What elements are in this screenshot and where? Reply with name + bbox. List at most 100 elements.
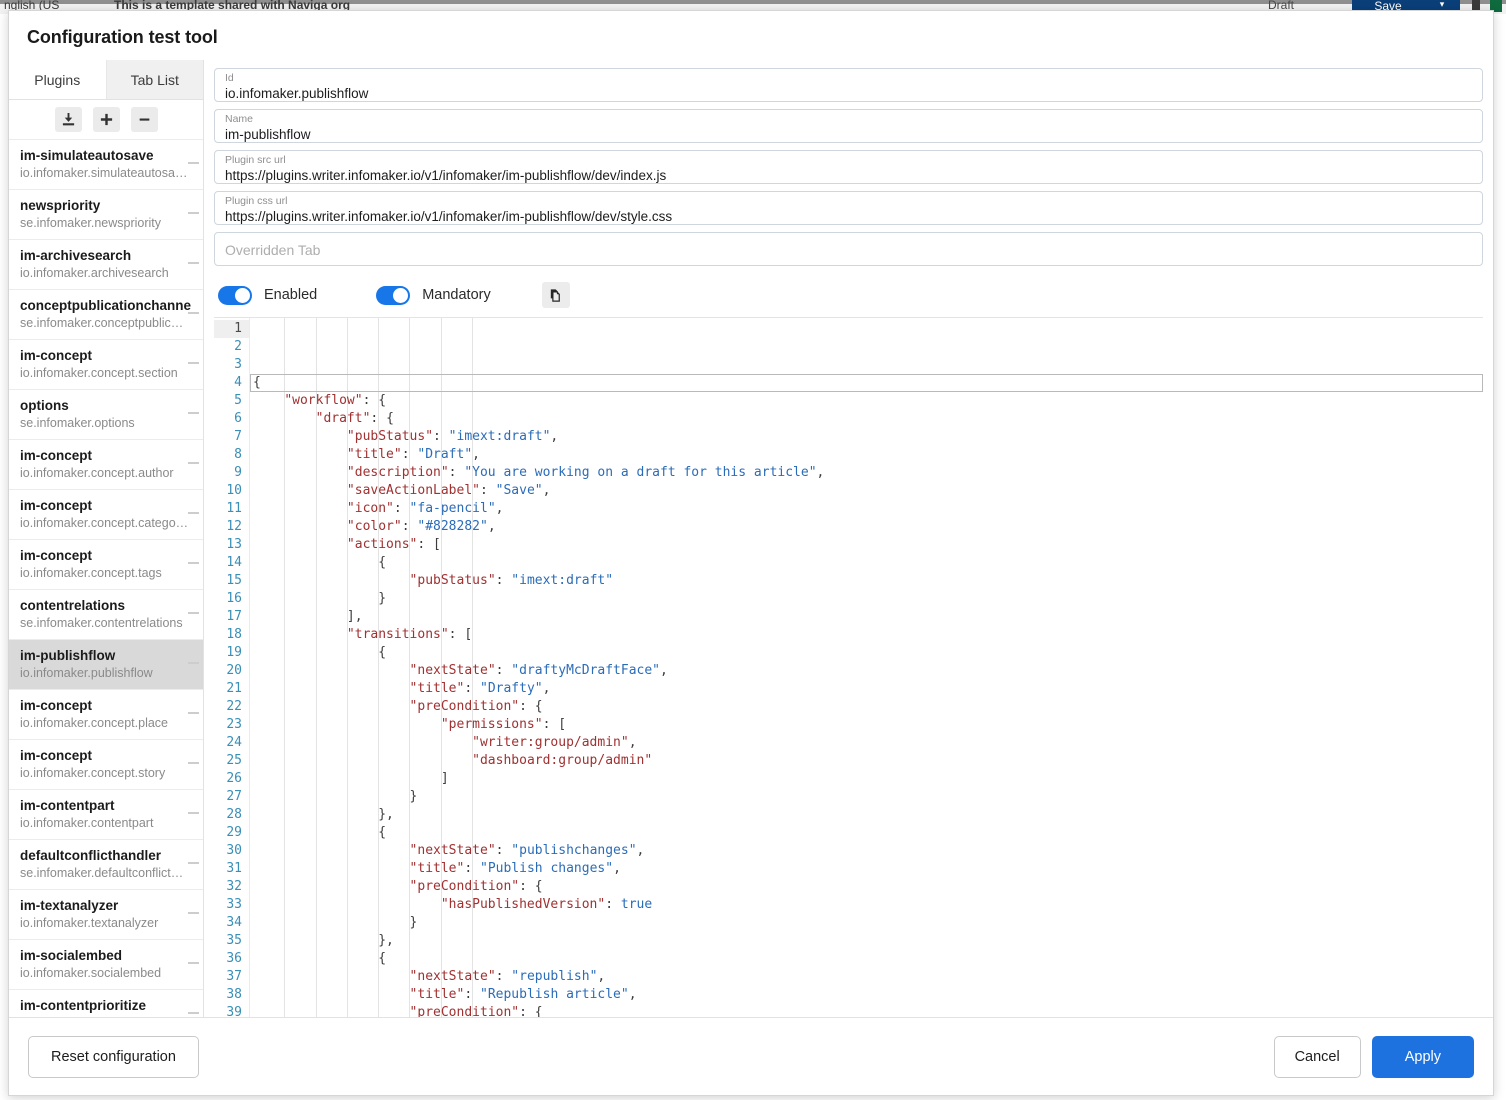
drag-handle-icon[interactable] xyxy=(188,612,199,614)
apply-button[interactable]: Apply xyxy=(1371,1035,1474,1078)
drag-handle-icon[interactable] xyxy=(188,412,199,414)
editor-code-line: "pubStatus": "imext:draft", xyxy=(250,428,1483,446)
reset-configuration-button[interactable]: Reset configuration xyxy=(28,1035,199,1078)
field-overridden-tab-placeholder: Overridden Tab xyxy=(225,242,321,258)
cancel-button[interactable]: Cancel xyxy=(1273,1035,1361,1078)
code-token-punc: : xyxy=(464,861,480,876)
drag-handle-icon[interactable] xyxy=(188,562,199,564)
editor-line-number: 32 xyxy=(226,879,242,894)
editor-line-number: 9 xyxy=(234,465,242,480)
dialog-title: Configuration test tool xyxy=(27,27,218,47)
editor-code-line: } xyxy=(250,914,1483,932)
field-plugin-src-url[interactable]: Plugin src url https://plugins.writer.in… xyxy=(214,150,1483,184)
code-token-punc: : xyxy=(401,519,418,534)
code-token-str: "imext:draft" xyxy=(448,429,551,444)
editor-line-number: 15 xyxy=(226,573,242,588)
toggle-enabled-switch[interactable] xyxy=(218,285,252,305)
editor-code-line: "pubStatus": "imext:draft" xyxy=(250,572,1483,590)
plugin-list-item[interactable]: im-contentprioritizeio.infomaker.content… xyxy=(9,990,203,1017)
add-icon[interactable] xyxy=(92,107,120,132)
drag-handle-icon[interactable] xyxy=(188,712,199,714)
editor-line-number: 29 xyxy=(226,825,242,840)
drag-handle-icon[interactable] xyxy=(188,262,199,264)
editor-line-number: 12 xyxy=(226,519,242,534)
code-token-key: "pubStatus" xyxy=(346,429,434,444)
drag-handle-icon[interactable] xyxy=(188,762,199,764)
editor-line-number: 24 xyxy=(226,735,242,750)
field-id[interactable]: Id io.infomaker.publishflow xyxy=(214,68,1483,102)
plugin-list-item[interactable]: conceptpublicationchannel se.infomaker.co… xyxy=(9,290,203,340)
toggle-mandatory-switch[interactable] xyxy=(376,285,411,305)
code-token-punc: : xyxy=(479,483,496,498)
drag-handle-icon[interactable] xyxy=(188,862,199,864)
code-token-punc: : xyxy=(605,897,621,912)
dialog-body: Plugins Tab List xyxy=(9,60,1493,1017)
remove-icon[interactable] xyxy=(130,107,158,132)
drag-handle-icon[interactable] xyxy=(188,512,199,514)
plugin-item-id: io.infomaker.concept.tags xyxy=(20,566,162,580)
code-token-key: "pubStatus" xyxy=(409,573,496,588)
copy-icon[interactable] xyxy=(541,282,570,308)
editor-line-number: 10 xyxy=(226,483,242,498)
editor-code-line: ] xyxy=(250,770,1483,788)
code-token-str: "Publish changes" xyxy=(480,861,614,876)
editor-code-line: "title": "Draft", xyxy=(250,446,1483,464)
toggle-enabled[interactable]: Enabled xyxy=(218,285,317,305)
code-token-key: "preCondition" xyxy=(409,879,520,894)
drag-handle-icon[interactable] xyxy=(188,462,199,464)
code-token-key: "transitions" xyxy=(346,627,449,642)
field-overridden-tab[interactable]: Overridden Tab xyxy=(214,232,1483,266)
drag-handle-icon[interactable] xyxy=(188,162,199,164)
drag-handle-icon[interactable] xyxy=(188,662,199,664)
plugin-item-id: se.infomaker.conceptpublic… xyxy=(20,316,184,330)
code-token-key: "title" xyxy=(409,987,465,1002)
plugin-item-name: defaultconflicthandler xyxy=(20,848,162,863)
drag-handle-icon[interactable] xyxy=(188,312,199,314)
editor-line-number: 17 xyxy=(226,609,242,624)
drag-handle-icon[interactable] xyxy=(188,962,199,964)
editor-code-line: { xyxy=(250,554,1483,572)
drag-handle-icon[interactable] xyxy=(188,1012,199,1014)
code-token-punc: , xyxy=(628,735,637,750)
editor-line-number: 16 xyxy=(226,591,242,606)
drag-handle-icon[interactable] xyxy=(188,212,199,214)
editor-code-line: "preCondition": { xyxy=(250,878,1483,896)
toggle-mandatory-label: Mandatory xyxy=(422,287,491,303)
field-name[interactable]: Name im-publishflow xyxy=(214,109,1483,143)
field-plugin-css-url[interactable]: Plugin css url https://plugins.writer.in… xyxy=(214,191,1483,225)
tab-plugins[interactable]: Plugins xyxy=(9,60,107,99)
plugin-item-name: conceptpublicationchannel xyxy=(20,298,191,313)
editor-code-area[interactable]: { "workflow": { "draft": { "pubStatus": … xyxy=(250,318,1483,1017)
tab-tab-list[interactable]: Tab List xyxy=(106,60,203,99)
drag-handle-icon[interactable] xyxy=(188,362,199,364)
drag-handle-icon[interactable] xyxy=(188,912,199,914)
drag-handle-icon[interactable] xyxy=(188,812,199,814)
field-plugin-css-url-label: Plugin css url xyxy=(225,195,288,207)
code-token-arrstr: "dashboard:group/admin" xyxy=(472,753,653,768)
code-token-punc: ] xyxy=(440,771,449,786)
editor-line-number: 35 xyxy=(226,933,242,948)
code-token-punc: : xyxy=(495,663,512,678)
code-token-punc: }, xyxy=(378,807,394,822)
import-icon[interactable] xyxy=(54,107,82,132)
toggle-knob xyxy=(393,287,409,303)
toggle-mandatory[interactable]: Mandatory xyxy=(376,285,491,305)
